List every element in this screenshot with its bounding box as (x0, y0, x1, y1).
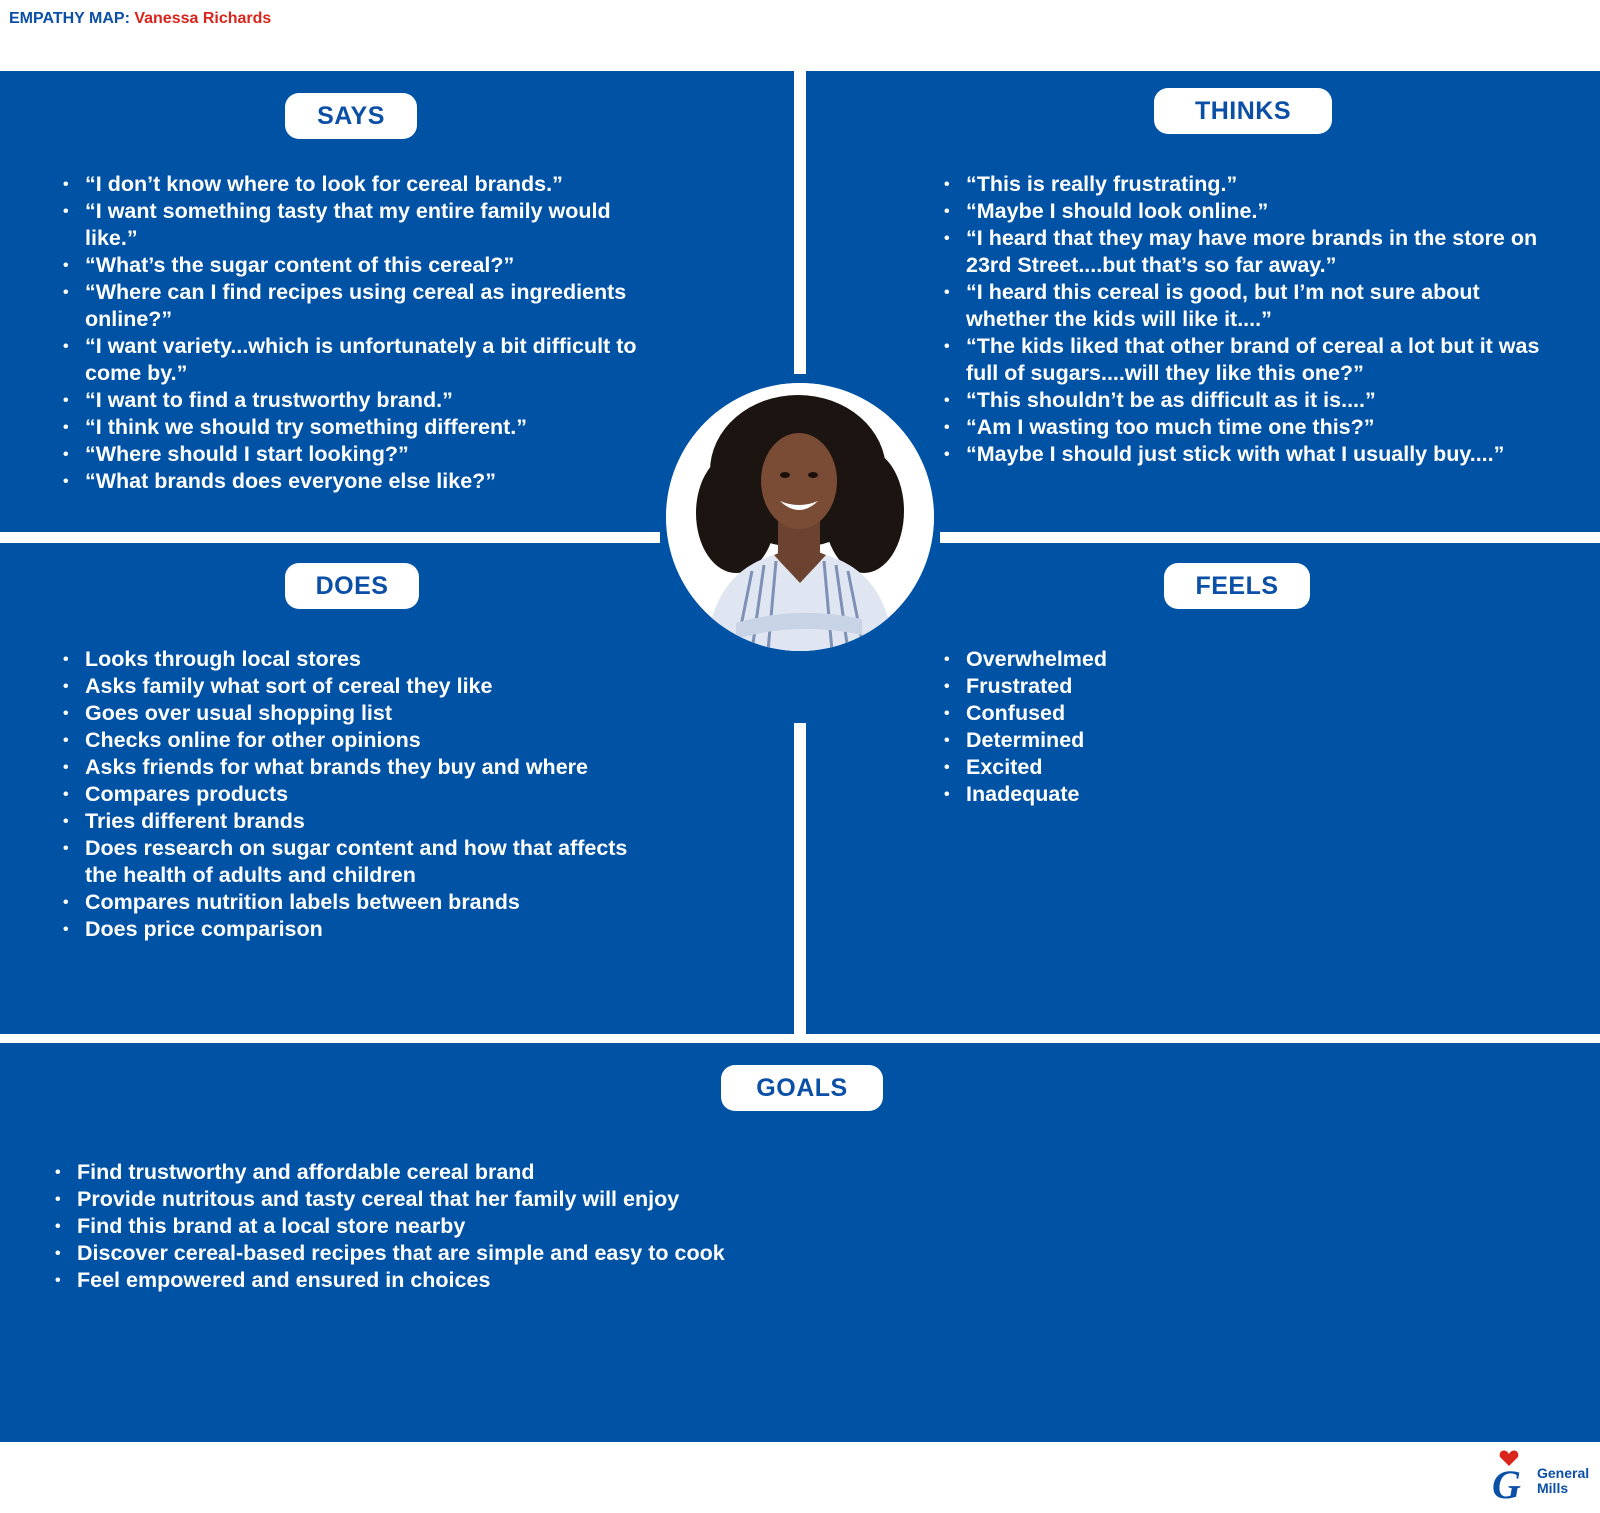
persona-illustration (666, 383, 934, 651)
does-heading: DOES (285, 563, 419, 609)
thinks-heading: THINKS (1154, 88, 1332, 134)
list-item: Looks through local stores (63, 646, 663, 673)
list-item: Compares products (63, 781, 663, 808)
list-item: Asks friends for what brands they buy an… (63, 754, 663, 781)
general-mills-logo: G (1492, 1450, 1521, 1507)
list-item: “What’s the sugar content of this cereal… (63, 252, 663, 279)
list-item: Goes over usual shopping list (63, 700, 663, 727)
list-item: Find this brand at a local store nearby (55, 1213, 955, 1240)
list-item: “Maybe I should look online.” (944, 198, 1544, 225)
list-item: Confused (944, 700, 1544, 727)
feels-list: OverwhelmedFrustratedConfusedDeterminedE… (944, 646, 1544, 808)
list-item: Tries different brands (63, 808, 663, 835)
list-item: “I want something tasty that my entire f… (63, 198, 663, 252)
svg-text:G: G (1492, 1462, 1521, 1507)
logo-wordmark: General Mills (1537, 1466, 1589, 1496)
list-item: Feel empowered and ensured in choices (55, 1267, 955, 1294)
list-item: “What brands does everyone else like?” (63, 468, 663, 495)
list-item: “Where can I find recipes using cereal a… (63, 279, 663, 333)
page-title-label: EMPATHY MAP: (9, 10, 130, 27)
list-item: “I want variety...which is unfortunately… (63, 333, 663, 387)
feels-heading: FEELS (1164, 563, 1310, 609)
list-item: Provide nutritous and tasty cereal that … (55, 1186, 955, 1213)
thinks-list: “This is really frustrating.”“Maybe I sh… (944, 171, 1544, 468)
list-item: Checks online for other opinions (63, 727, 663, 754)
list-item: “I don’t know where to look for cereal b… (63, 171, 663, 198)
logo-line-1: General (1537, 1465, 1590, 1481)
list-item: Inadequate (944, 781, 1544, 808)
persona-name: Vanessa Richards (134, 10, 272, 27)
goals-panel: GOALS Find trustworthy and affordable ce… (0, 1043, 1600, 1442)
list-item: “Maybe I should just stick with what I u… (944, 441, 1544, 468)
logo-line-2: Mills (1537, 1480, 1569, 1496)
list-item: Compares nutrition labels between brands (63, 889, 663, 916)
goals-list: Find trustworthy and affordable cereal b… (55, 1159, 955, 1294)
thinks-panel: THINKS “This is really frustrating.”“May… (806, 71, 1600, 532)
says-panel: SAYS “I don’t know where to look for cer… (0, 71, 794, 532)
list-item: Overwhelmed (944, 646, 1544, 673)
list-item: “This shouldn’t be as difficult as it is… (944, 387, 1544, 414)
list-item: Discover cereal-based recipes that are s… (55, 1240, 955, 1267)
list-item: “The kids liked that other brand of cere… (944, 333, 1544, 387)
list-item: “Where should I start looking?” (63, 441, 663, 468)
does-list: Looks through local storesAsks family wh… (63, 646, 663, 943)
list-item: Determined (944, 727, 1544, 754)
list-item: Frustrated (944, 673, 1544, 700)
says-heading: SAYS (285, 93, 417, 139)
page-title: EMPATHY MAP: Vanessa Richards (9, 10, 271, 28)
list-item: “Am I wasting too much time one this?” (944, 414, 1544, 441)
persona-photo (666, 383, 934, 651)
goals-heading: GOALS (721, 1065, 883, 1111)
list-item: “I want to find a trustworthy brand.” (63, 387, 663, 414)
feels-panel: FEELS OverwhelmedFrustratedConfusedDeter… (806, 543, 1600, 1034)
does-panel: DOES Looks through local storesAsks fami… (0, 543, 794, 1034)
list-item: “I think we should try something differe… (63, 414, 663, 441)
heart-icon (1499, 1450, 1519, 1466)
says-list: “I don’t know where to look for cereal b… (63, 171, 663, 495)
list-item: “I heard that they may have more brands … (944, 225, 1544, 279)
list-item: Asks family what sort of cereal they lik… (63, 673, 663, 700)
list-item: Does price comparison (63, 916, 663, 943)
list-item: “I heard this cereal is good, but I’m no… (944, 279, 1544, 333)
list-item: Excited (944, 754, 1544, 781)
list-item: “This is really frustrating.” (944, 171, 1544, 198)
list-item: Does research on sugar content and how t… (63, 835, 663, 889)
list-item: Find trustworthy and affordable cereal b… (55, 1159, 955, 1186)
